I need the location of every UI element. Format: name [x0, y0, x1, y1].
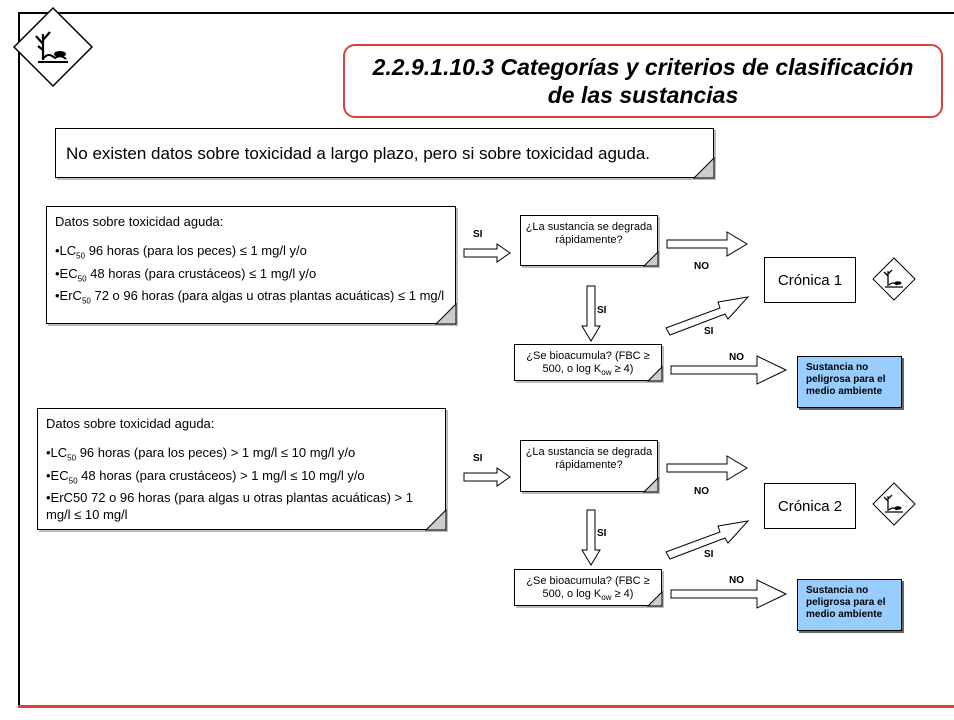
block2-category-box: Crónica 2 [764, 483, 856, 529]
block1-line2: •EC50 48 horas (para crustáceos) ≤ 1 mg/… [55, 265, 317, 284]
block1-question-degrade: ¿La sustancia se degrada rápidamente? [520, 215, 658, 266]
block2-question-degrade: ¿La sustancia se degrada rápidamente? [520, 440, 658, 492]
environment-hazard-icon [12, 6, 94, 88]
block2-si-label: SI [473, 453, 483, 464]
block2-si-down-label: SI [597, 528, 607, 539]
block1-si-up-label: SI [704, 326, 714, 337]
block2-line3: •ErC50 72 o 96 horas (para algas u otras… [46, 490, 413, 523]
block2-line1: •LC50 96 horas (para los peces) > 1 mg/l… [46, 445, 356, 463]
environment-hazard-icon [872, 257, 916, 301]
block2-question-bioaccumulate: ¿Se bioacumula? (FBC ≥ 500, o log Kow ≥ … [514, 569, 662, 606]
block1-no2-label: NO [729, 352, 744, 363]
block2-heading: Datos sobre toxicidad aguda: [46, 416, 215, 431]
intro-text: No existen datos sobre toxicidad a largo… [66, 144, 651, 163]
intro-note: No existen datos sobre toxicidad a largo… [55, 128, 714, 178]
block1-line1: •LC50 96 horas (para los peces) ≤ 1 mg/l… [55, 243, 307, 261]
block1-no-label: NO [694, 261, 709, 272]
bottom-rule [18, 705, 954, 708]
block1-question-bioaccumulate: ¿Se bioacumula? (FBC ≥ 500, o log Kow ≥ … [514, 344, 662, 381]
block1-line3: •ErC50 72 o 96 horas (para algas u otras… [55, 288, 445, 306]
block2-result-box: Sustancia no peligrosa para el medio amb… [797, 579, 902, 631]
block1-conditions: Datos sobre toxicidad aguda: •LC50 96 ho… [46, 206, 456, 324]
block1-result-box: Sustancia no peligrosa para el medio amb… [797, 356, 902, 408]
block2-si-up-label: SI [704, 549, 714, 560]
block1-category-box: Crónica 1 [764, 257, 856, 303]
block1-si-down-label: SI [597, 305, 607, 316]
page-title: 2.2.9.1.10.3 Categorías y criterios de c… [343, 44, 943, 118]
block2-no-label: NO [694, 486, 709, 497]
block2-line2: •EC50 48 horas (para crustáceos) > 1 mg/… [46, 467, 365, 486]
slide-frame [18, 12, 954, 705]
environment-hazard-icon [872, 482, 916, 526]
block2-conditions: Datos sobre toxicidad aguda: •LC50 96 ho… [37, 408, 446, 530]
block1-heading: Datos sobre toxicidad aguda: [55, 214, 224, 229]
block1-si-label: SI [473, 229, 483, 240]
block2-no2-label: NO [729, 575, 744, 586]
